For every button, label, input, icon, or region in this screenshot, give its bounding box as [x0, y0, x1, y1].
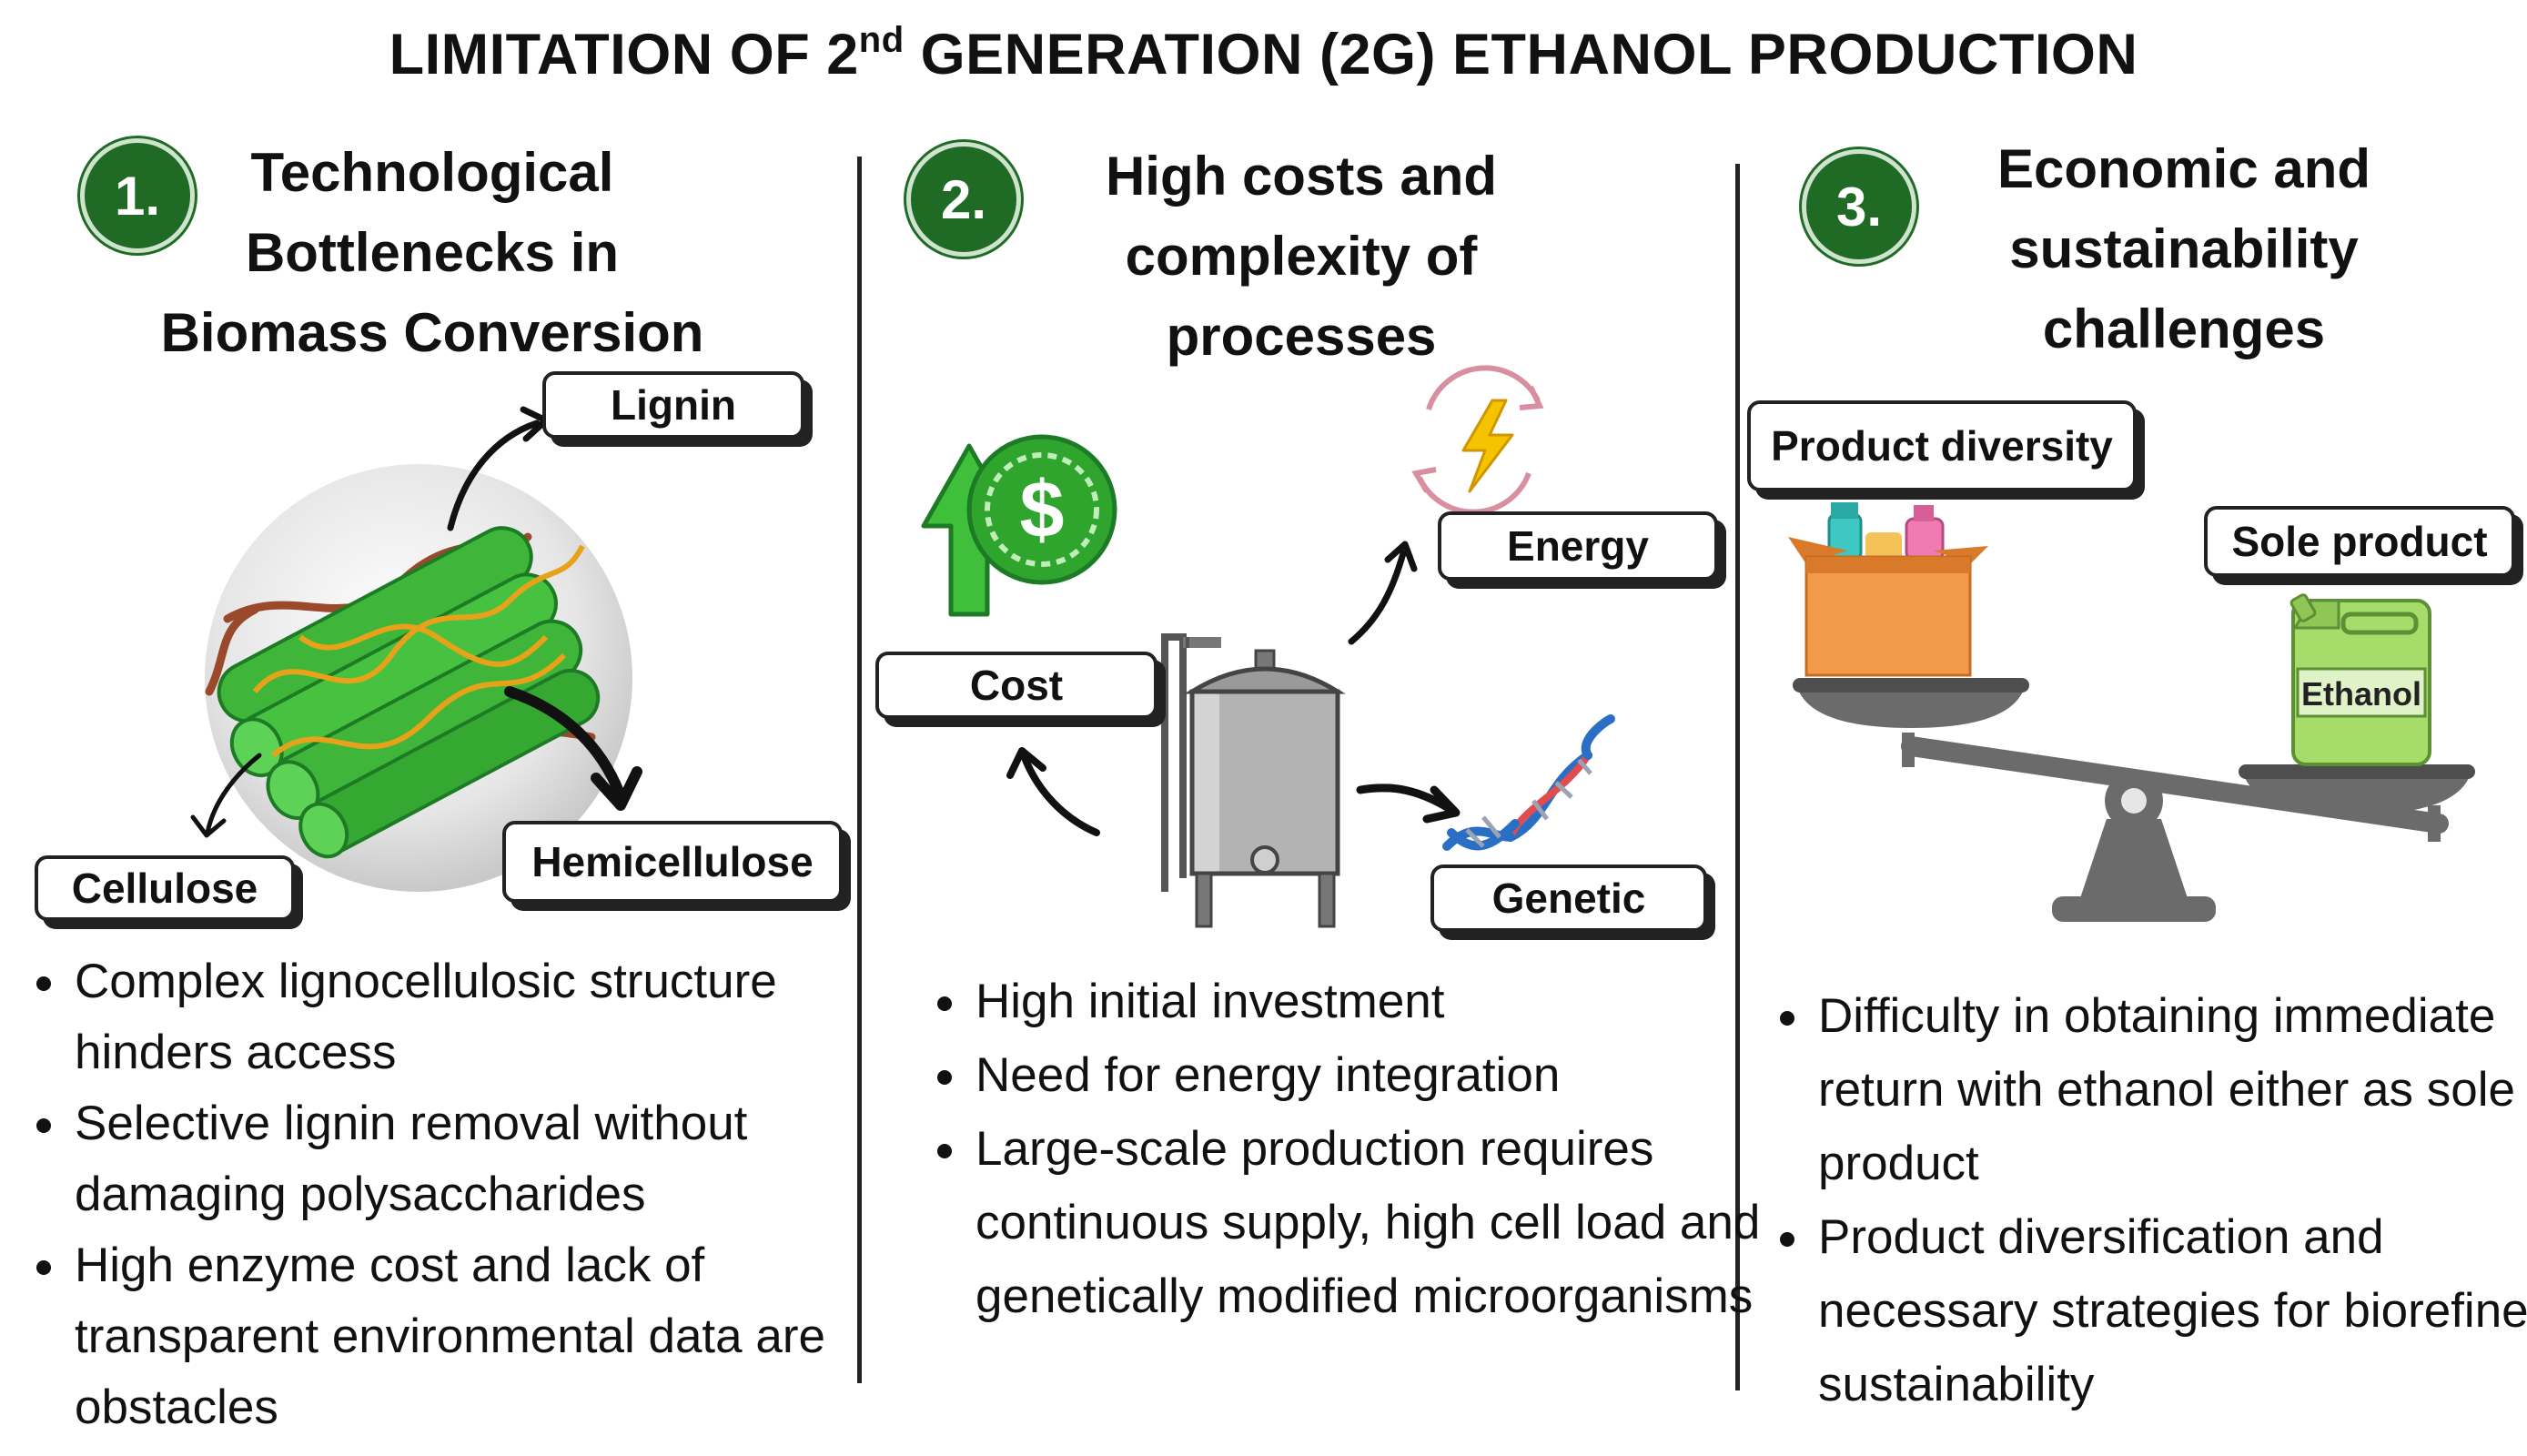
label-sole-product: Sole product [2204, 506, 2515, 577]
label-cost: Cost [875, 652, 1157, 719]
number-badge-1: 1. [80, 138, 195, 253]
column-divider-1 [857, 157, 862, 1383]
biomass-illustration [190, 406, 642, 892]
column-2-bullets: High initial investment Need for energy … [923, 965, 1773, 1333]
number-badge-2: 2. [906, 142, 1021, 257]
column-3-bullets: Difficulty in obtaining immediate return… [1765, 979, 2527, 1421]
svg-text:$: $ [1020, 464, 1065, 554]
label-lignin: Lignin [542, 371, 804, 439]
arrow-to-energy [1348, 550, 1407, 645]
number-badge-3: 3. [1802, 149, 1916, 264]
tank-icon [1161, 633, 1346, 928]
arrow-to-genetic [1356, 784, 1456, 814]
column-2-title: High costs and complexity of processes [1105, 146, 1498, 367]
jerrycan-label: Ethanol [2301, 675, 2421, 713]
hemicellulose-strand [252, 544, 585, 693]
label-energy: Energy [1438, 511, 1718, 581]
label-hemicellulose: Hemicellulose [502, 821, 843, 903]
column-1-bullets: Complex lignocellulosic structure hinder… [22, 946, 872, 1443]
energy-cycle-icon [1411, 365, 1544, 515]
dna-icon [1442, 714, 1615, 851]
bullet-item: Need for energy integration [972, 1038, 1773, 1112]
arrow-to-cellulose [205, 753, 262, 835]
label-genetic: Genetic [1430, 864, 1707, 932]
jerrycan-icon: Ethanol [2289, 593, 2431, 766]
dollar-up-icon: $ [921, 434, 1117, 617]
bullet-item: Selective lignin removal without damagin… [71, 1088, 872, 1230]
column-divider-2 [1735, 164, 1740, 1390]
process-illustration: $ [921, 365, 1615, 928]
arrow-to-cost [1020, 752, 1100, 836]
bullet-item: Complex lignocellulosic structure hinder… [71, 946, 872, 1088]
arrow-to-lignin [447, 420, 541, 531]
bullet-item: High initial investment [972, 965, 1773, 1038]
scale-icon [1793, 678, 2475, 922]
label-product-diversity: Product diversity [1747, 400, 2137, 491]
scale-illustration: Ethanol [1788, 502, 2475, 922]
lignin-strand [205, 605, 259, 696]
bullet-item: Difficulty in obtaining immediate return… [1814, 979, 2527, 1200]
main-title: LIMITATION OF 2nd GENERATION (2G) ETHANO… [389, 20, 2138, 86]
column-1-title: Technological Bottlenecks in Biomass Con… [160, 142, 704, 363]
box-icon [1788, 502, 1988, 677]
bullet-item: High enzyme cost and lack of transparent… [71, 1230, 872, 1443]
arrow-to-hemicellulose [504, 686, 624, 797]
hemicellulose-strand [298, 623, 549, 667]
label-cellulose: Cellulose [35, 855, 295, 921]
hemicellulose-strand [271, 652, 567, 758]
bullet-item: Product diversification and necessary st… [1814, 1200, 2527, 1421]
column-3-title: Economic and sustainability challenges [1996, 138, 2371, 359]
bullet-item: Large-scale production requires continuo… [972, 1112, 1773, 1333]
